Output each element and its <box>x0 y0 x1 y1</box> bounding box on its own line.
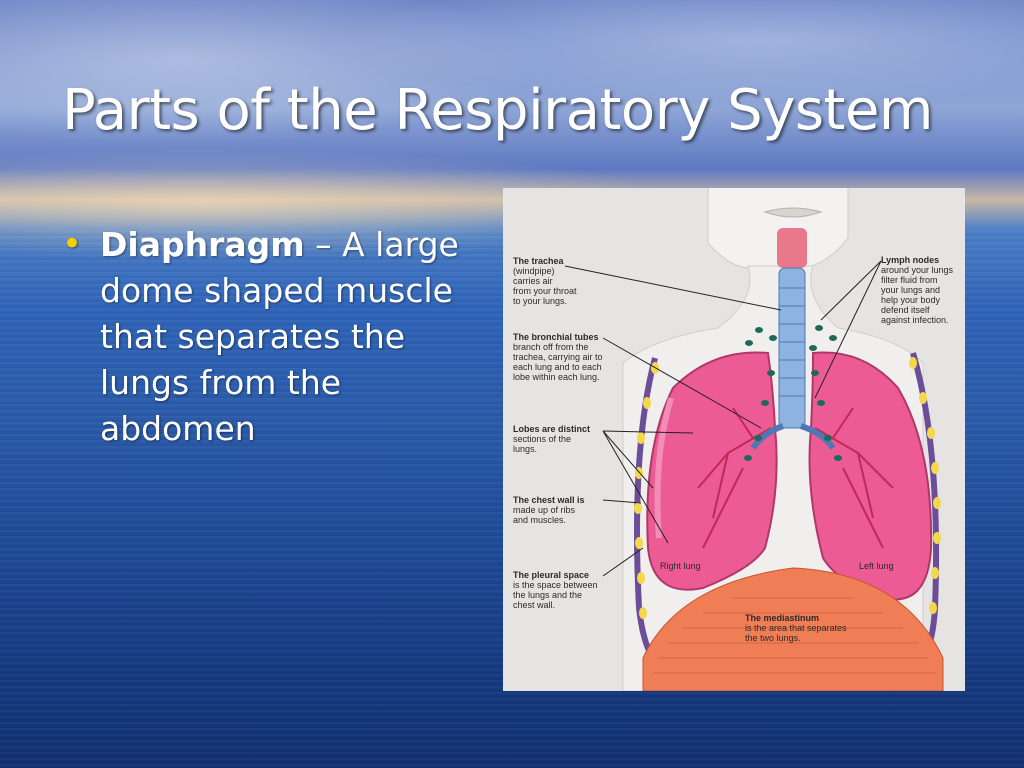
bronchial-tubes-label: The bronchial tubes branch off from the … <box>513 332 605 382</box>
throat-icon <box>777 228 807 268</box>
trachea <box>778 267 806 429</box>
mouth-icon <box>763 207 823 218</box>
pleural-space-label: The pleural space is the space between t… <box>513 570 600 610</box>
trachea-rings <box>779 287 805 397</box>
leader-lines <box>564 260 882 577</box>
bullet-list: • Diaphragm – A large dome shaped muscle… <box>62 222 502 452</box>
bullet-icon: • <box>62 224 83 264</box>
respiratory-diagram: The trachea (windpipe) carries air from … <box>503 188 965 691</box>
right-lung-label: Right lung <box>660 561 701 571</box>
chest-wall-label: The chest wall is made up of ribs and mu… <box>513 495 587 525</box>
trachea-label: The trachea (windpipe) carries air from … <box>513 256 579 306</box>
slide-title: Parts of the Respiratory System <box>62 78 933 143</box>
bullet-text: – A large dome shaped muscle that separa… <box>100 225 459 448</box>
lymph-nodes-label: Lymph nodes around your lungs filter flu… <box>881 255 956 325</box>
respiratory-diagram-svg: The trachea (windpipe) carries air from … <box>513 188 956 691</box>
main-bronchi <box>750 423 836 450</box>
lobes-label: Lobes are distinct sections of the lungs… <box>513 424 593 454</box>
mediastinum-label: The mediastinum is the area that separat… <box>745 613 849 643</box>
diaphragm <box>642 567 944 691</box>
pleural-highlight <box>654 397 674 539</box>
lymph-nodes <box>744 325 842 461</box>
left-lung-label: Left lung <box>859 561 894 571</box>
diaphragm-stripes <box>653 597 935 674</box>
bronchial-branches <box>697 407 894 549</box>
bullet-item: • Diaphragm – A large dome shaped muscle… <box>62 222 502 452</box>
bullet-term: Diaphragm <box>100 225 305 264</box>
rib-dots <box>634 357 941 619</box>
